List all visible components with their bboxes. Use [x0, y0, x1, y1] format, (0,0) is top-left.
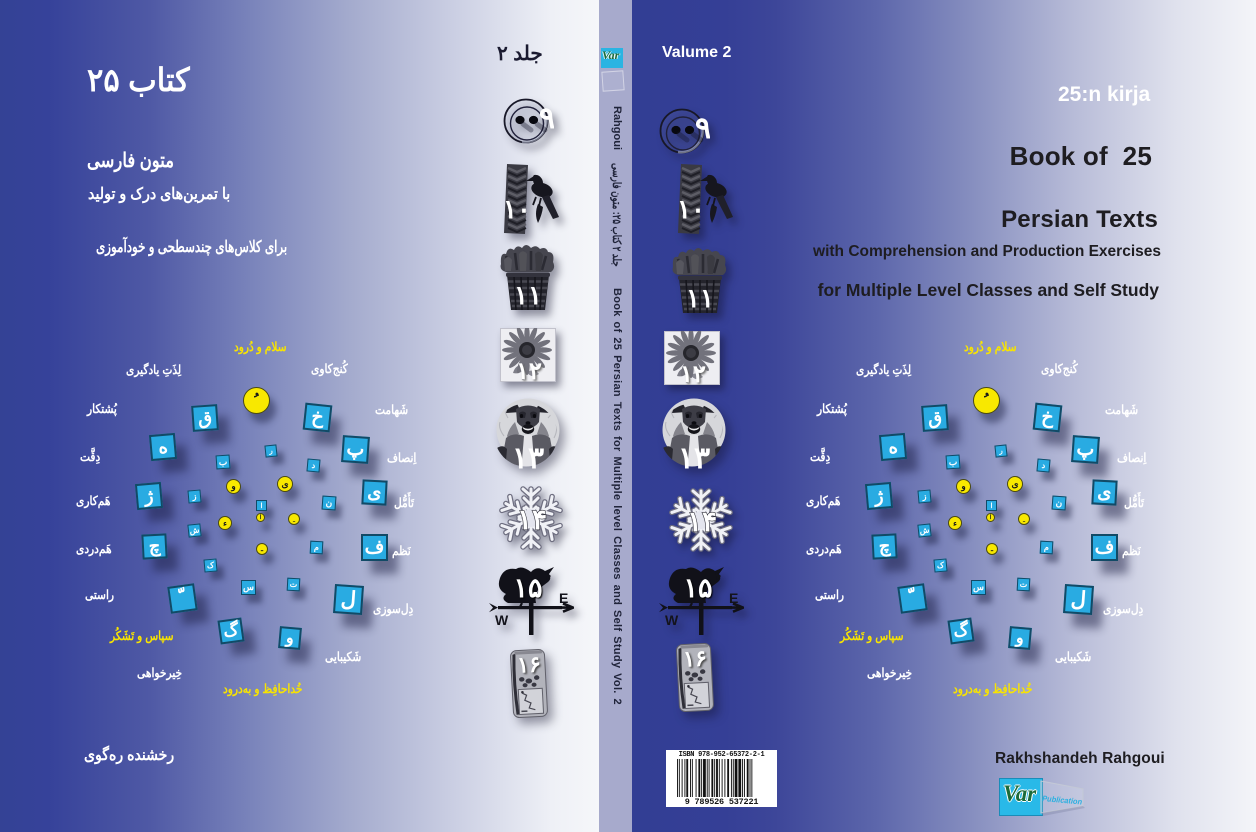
svg-text:W: W	[495, 612, 509, 628]
svg-text:۱۰: ۱۰	[503, 194, 531, 224]
svg-text:W: W	[665, 612, 679, 628]
svg-text:۱۵: ۱۵	[683, 573, 712, 603]
svg-text:۱۱: ۱۱	[514, 280, 542, 310]
svg-text:۱۱: ۱۱	[686, 283, 714, 313]
svg-text:۱۳: ۱۳	[678, 442, 710, 472]
svg-text:۱۵: ۱۵	[513, 573, 542, 603]
svg-text:۹: ۹	[539, 102, 554, 135]
svg-text:Publication: Publication	[1042, 794, 1083, 806]
svg-text:۱۶: ۱۶	[683, 645, 708, 671]
svg-text:۱۲: ۱۲	[680, 361, 706, 385]
svg-text:۹: ۹	[695, 112, 710, 145]
svg-text:۱۳: ۱۳	[512, 442, 544, 472]
svg-text:۱۴: ۱۴	[687, 506, 717, 537]
svg-text:۱۴: ۱۴	[517, 504, 547, 535]
svg-text:۱۶: ۱۶	[517, 651, 542, 677]
svg-text:E: E	[559, 590, 568, 606]
svg-text:۱۰: ۱۰	[677, 194, 705, 224]
svg-text:E: E	[729, 590, 738, 606]
svg-text:۱۲: ۱۲	[516, 358, 542, 382]
